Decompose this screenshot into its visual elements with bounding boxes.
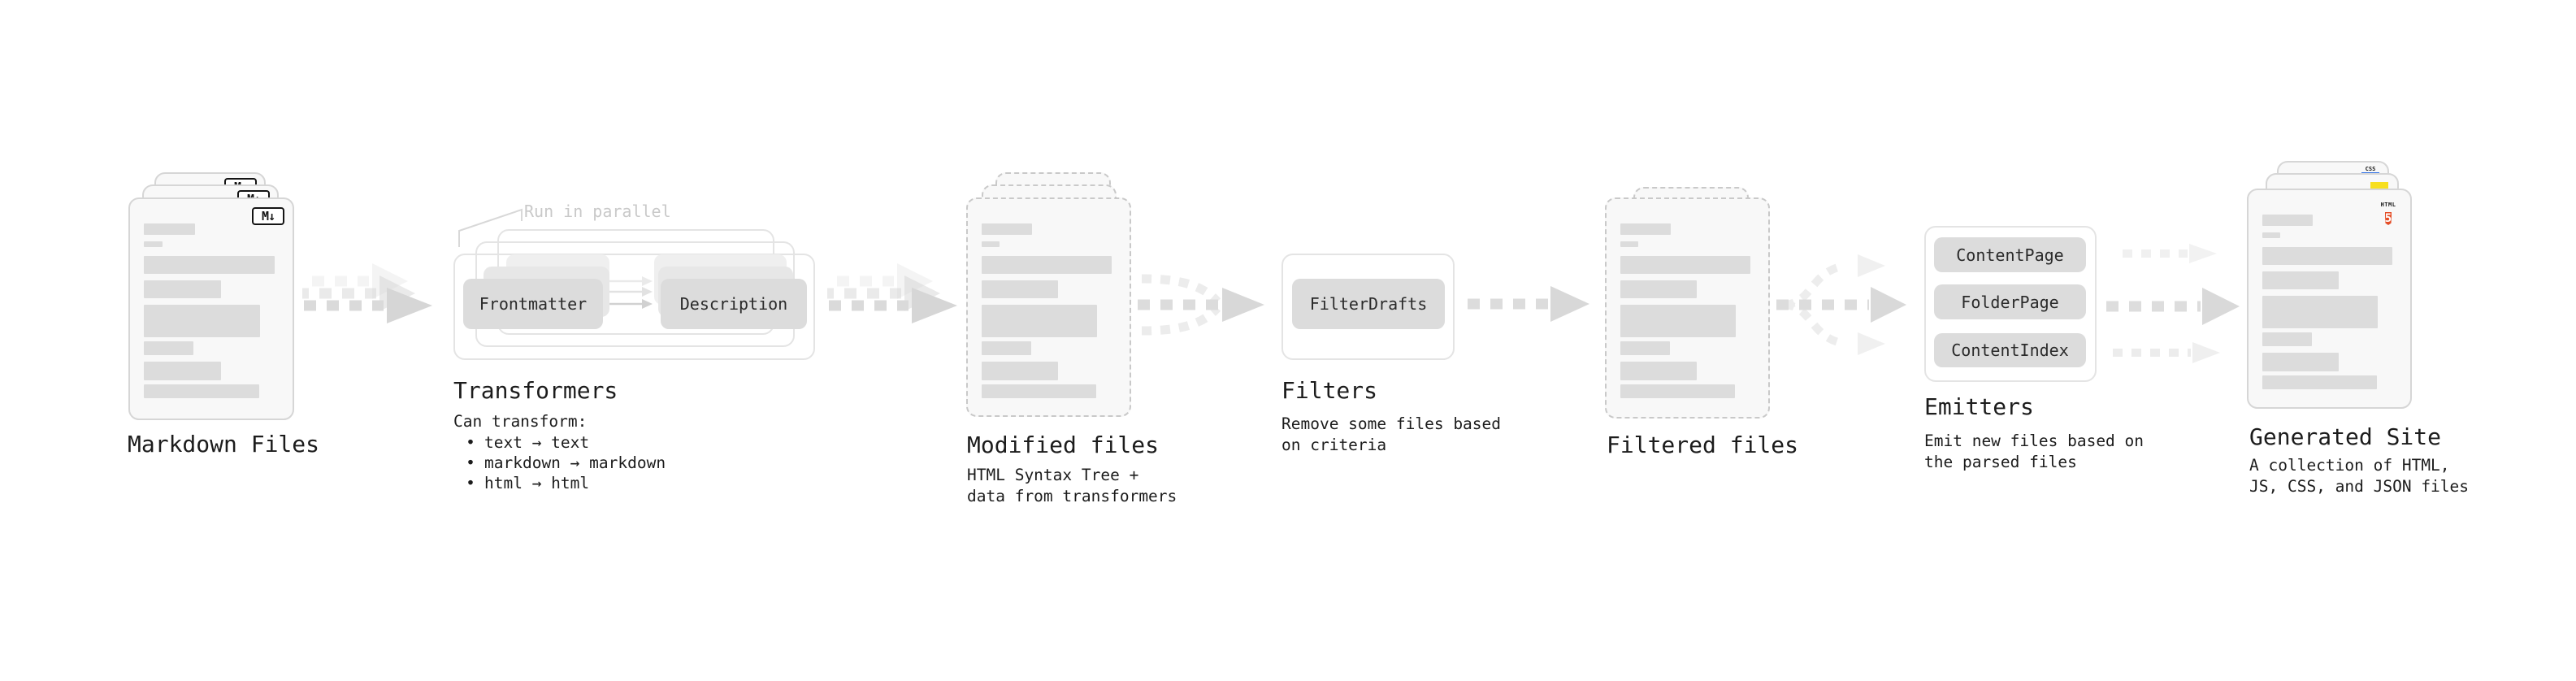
markdown-files-label: Markdown Files: [128, 431, 320, 458]
bullet-text: markdown → markdown: [484, 453, 666, 472]
text-line-bar: [1620, 223, 1672, 235]
modified-doc-front: [966, 197, 1131, 417]
text-line-bar: [144, 256, 275, 274]
filtered-doc-front: [1605, 197, 1770, 419]
note-line: Can transform:: [453, 412, 588, 431]
note-line: on criteria: [1281, 436, 1387, 454]
note-line: HTML Syntax Tree +: [967, 466, 1139, 484]
text-line-bar: [144, 384, 259, 398]
filter-box-filterdrafts: FilterDrafts: [1292, 279, 1445, 329]
doc-content-placeholder: [1620, 223, 1750, 398]
text-line-bar: [982, 256, 1112, 274]
flow-arrow-filtered-to-emitters-diverge: [1776, 254, 1906, 355]
note-line: Remove some files based: [1281, 414, 1502, 433]
transform-bullet: • html → html: [453, 473, 666, 493]
flow-arrows-emitters-to-site: [2106, 244, 2240, 363]
text-line-bar: [2262, 296, 2379, 328]
text-line-bar: [2262, 375, 2377, 389]
text-line-bar: [144, 362, 221, 380]
text-line-bar: [1620, 384, 1735, 398]
transformer-parallel-arrows: [609, 276, 653, 309]
note-line: A collection of HTML,: [2249, 456, 2450, 475]
html5-icon: HTML 5: [2379, 194, 2398, 228]
annotation-leader-line: [458, 208, 523, 247]
modified-files-label: Modified files: [967, 432, 1160, 458]
html5-icon-word: HTML: [2380, 202, 2396, 208]
filters-note: Remove some files based on criteria: [1281, 414, 1501, 456]
generated-site-label: Generated Site: [2249, 423, 2442, 450]
generated-site-note: A collection of HTML, JS, CSS, and JSON …: [2249, 455, 2469, 497]
text-line-bar: [1620, 256, 1750, 274]
transform-bullet: • text → text: [453, 432, 666, 453]
transformers-label: Transformers: [453, 377, 618, 404]
emitter-box-contentpage: ContentPage: [1934, 237, 2086, 272]
note-line: Emit new files based on: [1924, 432, 2144, 450]
doc-content-placeholder: [144, 223, 275, 398]
text-line-bar: [982, 305, 1098, 337]
transformers-note: Can transform: • text → text • markdown …: [453, 411, 666, 493]
flow-arrow-markdown-to-transformers: [302, 263, 432, 323]
filtered-files-label: Filtered files: [1607, 432, 1799, 458]
text-line-bar: [2262, 332, 2312, 346]
text-line-bar: [144, 280, 221, 298]
text-line-bar: [982, 280, 1059, 298]
modified-files-note: HTML Syntax Tree + data from transformer…: [967, 465, 1177, 507]
transformer-box-description: Description: [661, 279, 807, 329]
text-line-bar: [1620, 341, 1670, 355]
site-doc-html: HTML 5: [2247, 189, 2412, 409]
markdown-files-stack: M↓ M↓ M↓: [128, 172, 294, 420]
markdown-icon: M↓: [252, 207, 284, 225]
transformer-box-frontmatter: Frontmatter: [463, 279, 603, 329]
doc-content-placeholder: [982, 223, 1112, 398]
text-line-bar: [2262, 215, 2314, 226]
text-line-bar: [1620, 241, 1639, 247]
filtered-files-stack: [1605, 187, 1770, 420]
filters-outline: [1281, 254, 1455, 360]
text-line-bar: [144, 241, 163, 247]
bullet-icon: •: [466, 433, 475, 452]
text-line-bar: [144, 223, 195, 235]
text-line-bar: [144, 341, 194, 355]
text-line-bar: [982, 341, 1031, 355]
emitter-box-folderpage: FolderPage: [1934, 284, 2086, 319]
bullet-text: text → text: [484, 433, 590, 452]
text-line-bar: [1620, 305, 1737, 337]
doc-content-placeholder: [2262, 215, 2392, 389]
emitter-box-contentindex: ContentIndex: [1934, 333, 2086, 367]
text-line-bar: [2262, 247, 2392, 265]
text-line-bar: [982, 362, 1059, 380]
text-line-bar: [2262, 232, 2281, 238]
generated-site-stack: CSS HTML 5: [2247, 161, 2412, 409]
note-line: JS, CSS, and JSON files: [2249, 477, 2470, 496]
note-line: the parsed files: [1924, 453, 2077, 471]
emitters-outline: [1924, 226, 2097, 382]
modified-files-stack: [966, 172, 1131, 420]
flow-arrow-filters-to-filtered: [1468, 286, 1589, 322]
text-line-bar: [982, 241, 1000, 247]
markdown-doc-front: M↓: [128, 197, 294, 420]
flow-arrow-transformers-to-modified: [827, 263, 957, 323]
text-line-bar: [982, 384, 1096, 398]
bullet-icon: •: [466, 474, 475, 492]
transform-bullet: • markdown → markdown: [453, 453, 666, 473]
emitters-note: Emit new files based on the parsed files: [1924, 431, 2144, 473]
run-in-parallel-annotation: Run in parallel: [524, 202, 671, 221]
text-line-bar: [1620, 362, 1698, 380]
transformers-outline-front: [453, 254, 815, 360]
text-line-bar: [982, 223, 1033, 235]
text-line-bar: [2262, 353, 2340, 371]
html5-icon-shield: 5: [2384, 212, 2392, 225]
bullet-text: html → html: [484, 474, 590, 492]
note-line: data from transformers: [967, 487, 1177, 505]
text-line-bar: [2262, 271, 2340, 289]
flow-arrow-modified-to-filters-converge: [1138, 274, 1264, 336]
emitters-label: Emitters: [1924, 393, 2034, 420]
filters-label: Filters: [1281, 377, 1378, 404]
text-line-bar: [144, 305, 261, 337]
text-line-bar: [1620, 280, 1698, 298]
bullet-icon: •: [466, 453, 475, 472]
